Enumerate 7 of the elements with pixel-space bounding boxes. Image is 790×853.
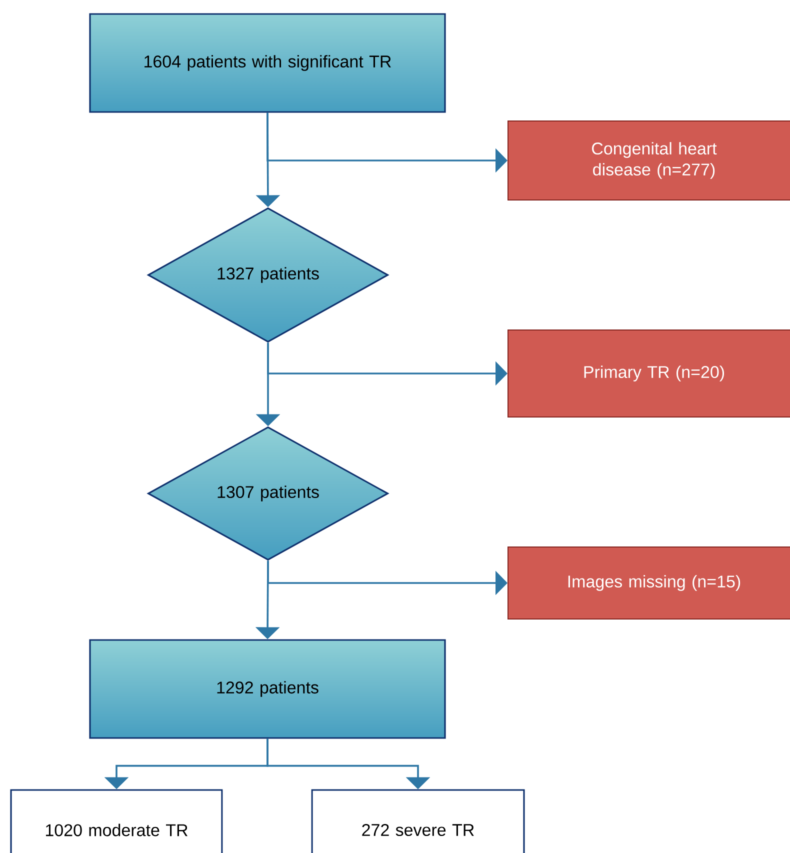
- exclusion-box: Images missing (n=15): [508, 546, 790, 620]
- exclusion-box: Primary TR (n=20): [508, 330, 790, 418]
- outcome-box: 1020 moderate TR: [10, 789, 223, 853]
- exclusion-box: Congenital heart disease (n=277): [508, 120, 790, 200]
- outcome-box: 272 severe TR: [311, 789, 525, 853]
- process-box: 1292 patients: [89, 639, 446, 739]
- process-box: 1604 patients with significant TR: [89, 13, 446, 113]
